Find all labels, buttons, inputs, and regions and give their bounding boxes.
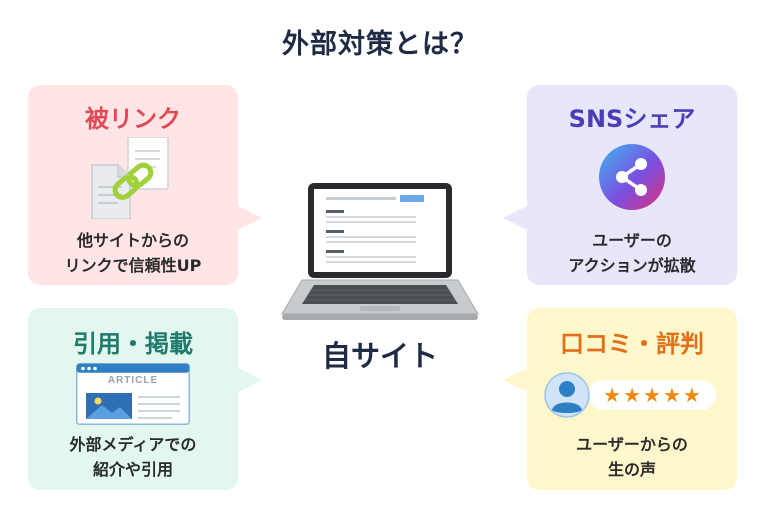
share-icon	[599, 144, 665, 210]
card-backlink-desc-line2: リンクで信頼性UP	[64, 256, 202, 275]
article-icon: ARTICLE	[76, 363, 190, 425]
card-sns-pointer	[503, 206, 527, 230]
user-avatar-icon	[544, 372, 590, 418]
card-citation: 引用・掲載 ARTICLE 外部メディアでの 紹介や引用	[28, 308, 238, 490]
card-citation-title: 引用・掲載	[73, 330, 193, 358]
card-citation-desc-line1: 外部メディアでの	[69, 435, 197, 454]
star-icon: ★	[662, 383, 681, 407]
card-backlink-desc: 他サイトからの リンクで信頼性UP	[28, 228, 238, 278]
article-label: ARTICLE	[107, 375, 159, 386]
card-sns-title: SNSシェア	[568, 105, 696, 133]
card-backlink-desc-line1: 他サイトからの	[76, 231, 189, 250]
card-review-desc-line1: ユーザーからの	[576, 435, 688, 454]
card-review-desc: ユーザーからの 生の声	[527, 432, 737, 482]
center-label: 自サイト	[321, 339, 438, 373]
card-sns: SNSシェア ユーザーの アクションが拡散	[527, 85, 737, 285]
star-icon: ★	[643, 383, 661, 407]
card-sns-desc: ユーザーの アクションが拡散	[527, 228, 737, 278]
star-icon: ★	[682, 383, 701, 407]
card-review-title: 口コミ・評判	[560, 330, 704, 358]
page-title: 外部対策とは？	[282, 29, 478, 60]
laptop-icon	[281, 183, 479, 320]
card-citation-desc-line2: 紹介や引用	[92, 460, 173, 479]
card-backlink-title: 被リンク	[85, 105, 181, 133]
star-icon: ★	[623, 383, 642, 407]
star-rating: ★ ★ ★ ★ ★	[588, 380, 716, 410]
card-sns-desc-line2: アクションが拡散	[568, 256, 696, 275]
star-icon: ★	[603, 383, 622, 407]
document-link-icon	[91, 137, 169, 219]
card-sns-desc-line1: ユーザーの	[592, 231, 672, 250]
card-citation-pointer	[238, 368, 262, 392]
card-citation-desc: 外部メディアでの 紹介や引用	[28, 432, 238, 482]
card-review-pointer	[503, 368, 527, 392]
card-backlink: 被リンク 他サイトからの リンクで信頼性UP	[28, 85, 238, 285]
card-review-desc-line2: 生の声	[607, 460, 656, 479]
card-backlink-pointer	[238, 206, 262, 230]
